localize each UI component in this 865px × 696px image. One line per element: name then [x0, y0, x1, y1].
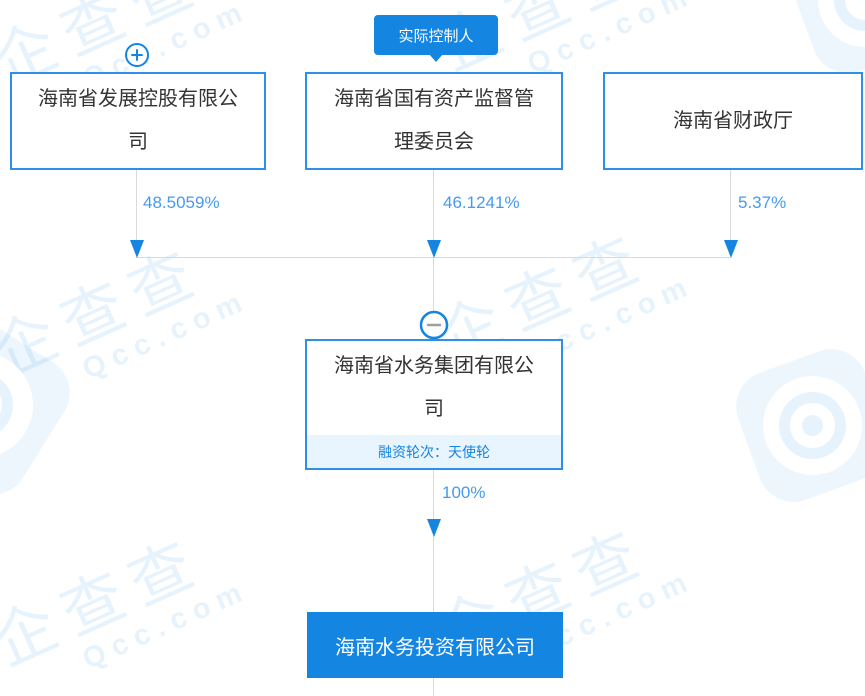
connector-line — [433, 470, 434, 696]
shareholder-node-3[interactable]: 海南省财政厅 — [603, 72, 863, 170]
intermediate-company-node[interactable]: 海南省水务集团有限公司 融资轮次：天使轮 — [305, 339, 563, 470]
shareholding-percent-1: 48.5059% — [143, 193, 220, 212]
connector-line — [136, 170, 137, 242]
shareholder-node-1[interactable]: 海南省发展控股有限公司 — [10, 72, 266, 170]
connector-line — [433, 257, 434, 311]
arrow-down-icon — [130, 240, 144, 258]
intermediate-company-name: 海南省水务集团有限公司 — [334, 355, 534, 420]
badge-pointer — [429, 54, 443, 62]
financing-round-strip: 融资轮次：天使轮 — [307, 435, 561, 468]
connector-line — [433, 170, 434, 242]
shareholder-node-2[interactable]: 海南省国有资产监督管理委员会 — [305, 72, 563, 170]
shareholding-percent-3: 5.37% — [738, 193, 787, 212]
actual-controller-badge: 实际控制人 — [374, 15, 498, 55]
connector-line — [730, 170, 731, 242]
shareholding-percent-2: 46.1241% — [443, 193, 520, 212]
ownership-percent: 100% — [442, 483, 486, 502]
arrow-down-icon — [724, 240, 738, 258]
arrow-down-icon — [427, 240, 441, 258]
target-company-node[interactable]: 海南水务投资有限公司 — [307, 612, 563, 678]
plus-expand-icon[interactable] — [124, 42, 150, 68]
minus-collapse-icon[interactable] — [418, 309, 450, 341]
arrow-down-icon — [427, 519, 441, 537]
